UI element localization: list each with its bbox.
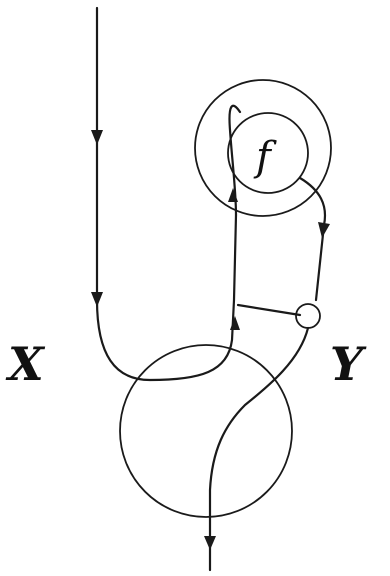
outer-f-circle	[194, 79, 332, 217]
input-wire	[95, 6, 238, 382]
label-f: f	[253, 134, 277, 180]
label-x: X	[5, 337, 46, 391]
connector-wire	[236, 303, 302, 317]
label-y: Y	[330, 337, 367, 391]
left-loop-arrow	[228, 188, 238, 202]
input-wire-arrow-2	[91, 292, 103, 307]
right-wire-arrow	[318, 222, 330, 238]
up-arrow-left	[230, 316, 240, 330]
f-node	[227, 112, 309, 194]
right-wire	[298, 176, 327, 302]
left-loop-wire	[228, 104, 242, 217]
bottom-circle	[119, 344, 293, 518]
output-wire	[208, 326, 310, 572]
input-wire-arrow	[91, 130, 103, 145]
output-wire-arrow	[204, 536, 216, 550]
